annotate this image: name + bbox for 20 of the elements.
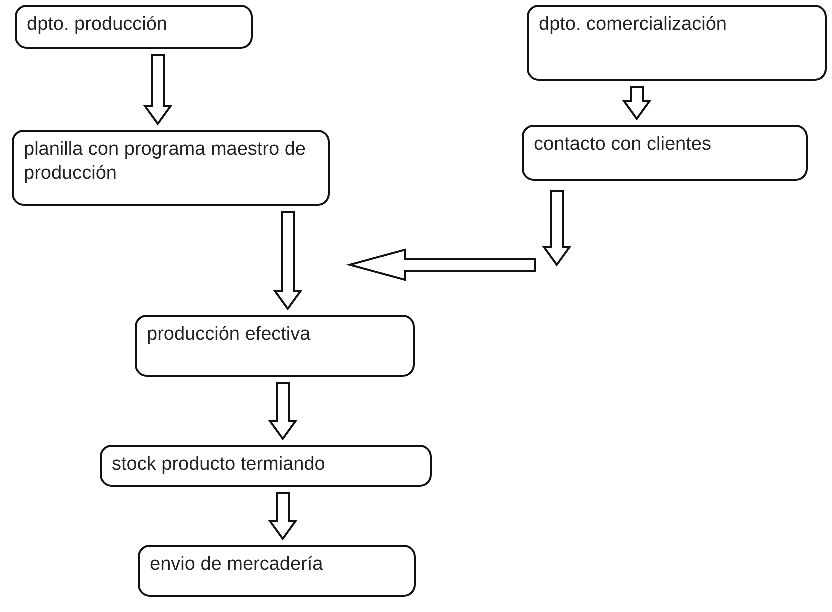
box-label: stock producto termiando: [112, 454, 326, 475]
process-box: [522, 125, 808, 181]
process-box: [135, 315, 415, 377]
block-arrow: [622, 86, 652, 121]
box-label: planilla con programa maestro de producción: [24, 139, 306, 184]
box-label: envio de mercadería: [150, 554, 324, 575]
process-box: [100, 445, 432, 487]
block-arrow: [268, 382, 298, 441]
box-label: dpto. comercialización: [539, 14, 727, 35]
box-label: dpto. producción: [27, 14, 168, 35]
process-box: [527, 5, 827, 81]
process-box: [138, 545, 416, 597]
process-box: [15, 5, 253, 49]
box-label: producción efectiva: [147, 324, 311, 345]
block-arrow: [268, 492, 298, 541]
box-label: contacto con clientes: [534, 134, 712, 155]
block-arrow: [143, 54, 173, 126]
process-box: [12, 130, 330, 206]
block-arrow: [273, 211, 303, 311]
block-arrow: [346, 190, 572, 282]
